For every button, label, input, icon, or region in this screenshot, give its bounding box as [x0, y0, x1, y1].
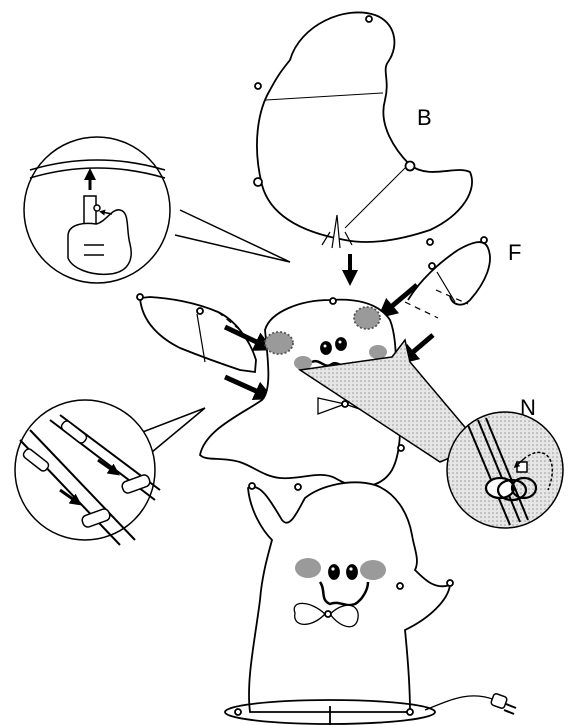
part-b-label: B — [417, 107, 432, 129]
callout-clips — [15, 400, 205, 545]
cheek-left — [295, 558, 321, 578]
cheek-right — [354, 307, 380, 329]
cheek-right — [360, 560, 386, 580]
part-f-label: F — [508, 242, 521, 264]
plug-icon — [490, 693, 516, 714]
arrow-icon — [225, 377, 265, 395]
bottom-ghost — [248, 482, 453, 712]
arrow-icon — [406, 335, 433, 358]
part-b-head-panel — [254, 12, 472, 248]
cheek-left — [265, 332, 293, 354]
callout-hand-pole — [24, 137, 290, 283]
part-f-arm — [405, 237, 490, 318]
part-n-label: N — [520, 397, 536, 419]
